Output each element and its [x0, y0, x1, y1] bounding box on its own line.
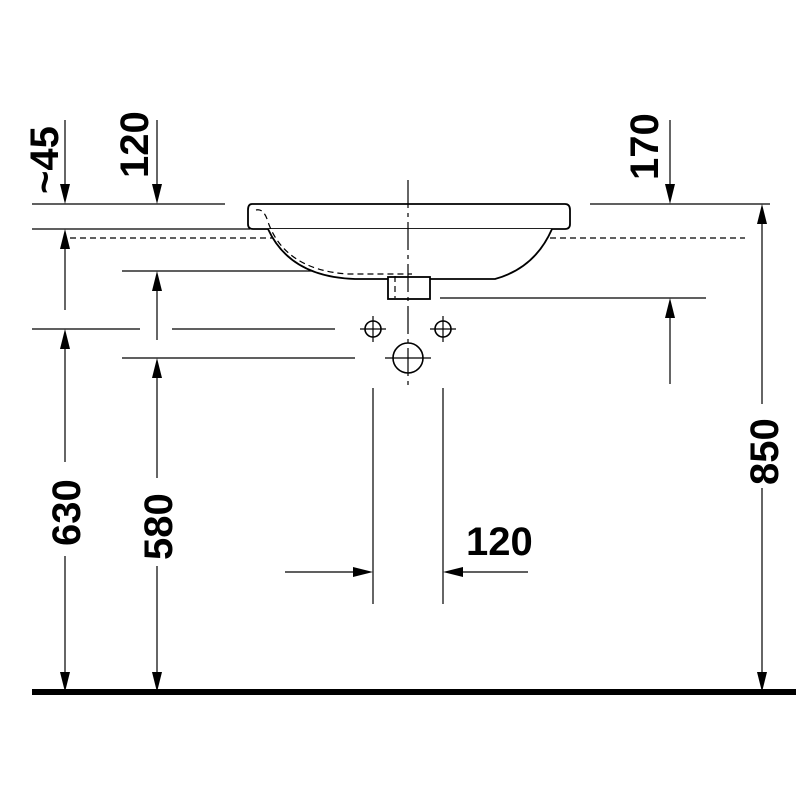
- dim-tap-hole-distance: 170: [623, 113, 667, 180]
- drain-outlet: [387, 276, 431, 300]
- dim-supply-height: 580: [137, 493, 181, 560]
- reference-lines: [32, 203, 770, 359]
- basin-inner-contour: [255, 209, 412, 275]
- dim-overall-height: 850: [743, 418, 787, 485]
- washbasin: [247, 180, 571, 388]
- connection-fittings: [360, 316, 456, 374]
- dim-drain-height: 630: [45, 479, 89, 546]
- dimension-lines: [60, 120, 767, 692]
- basin-bowl: [267, 228, 553, 280]
- basin-rim: [247, 203, 571, 230]
- dim-rim-offset: ~45: [23, 126, 67, 194]
- dim-tap-depth: 120: [113, 111, 157, 178]
- dim-waste-pipe-width: 120: [466, 520, 533, 564]
